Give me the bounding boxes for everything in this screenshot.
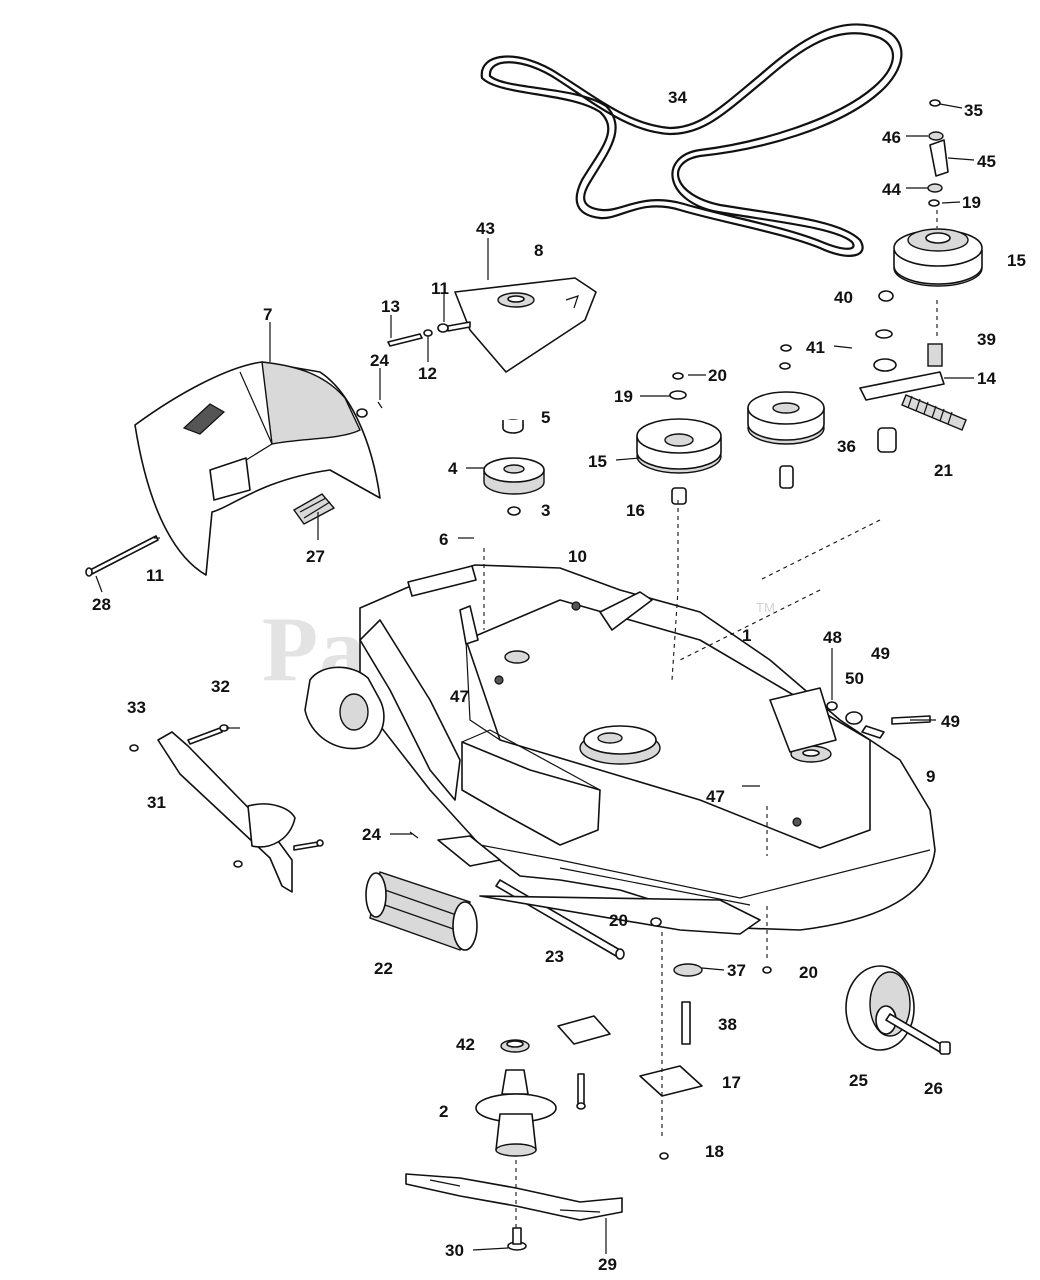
callout-21: 21: [934, 461, 953, 480]
callout-15: 15: [1007, 251, 1026, 270]
callout-38: 38: [718, 1015, 737, 1034]
callout-19: 19: [962, 193, 981, 212]
callout-11: 11: [431, 279, 449, 298]
callout-2: 2: [439, 1102, 448, 1121]
spring-21: [877, 394, 967, 453]
callout-13: 13: [381, 297, 400, 316]
leader-lines: [95, 103, 975, 1254]
callout-36: 36: [837, 437, 856, 456]
callout-8: 8: [534, 241, 543, 260]
callout-48: 48: [823, 628, 842, 647]
blade-29: [405, 1173, 623, 1251]
front-axle-channel: [479, 895, 761, 935]
callout-41: 41: [806, 338, 825, 357]
callout-14: 14: [977, 369, 996, 388]
callout-33: 33: [127, 698, 146, 717]
callout-1: 1: [742, 626, 751, 645]
callout-22: 22: [374, 959, 393, 978]
callout-43: 43: [476, 219, 495, 238]
lower-hardware: [557, 963, 703, 1160]
spindle-pulley-4: [483, 419, 545, 516]
callout-labels: 34 35 46 45 44 19 15 43 8 40 39 7 13 11 …: [92, 88, 1026, 1274]
deck-spindle-pulley: [579, 725, 661, 765]
callout-10: 10: [568, 547, 587, 566]
callout-34: 34: [668, 88, 687, 107]
chute-rod-28: [85, 535, 159, 577]
callout-47: 47: [706, 787, 725, 806]
callout-15: 15: [588, 452, 607, 471]
callout-12: 12: [418, 364, 437, 383]
discharge-chute-7: [134, 361, 381, 576]
callout-45: 45: [977, 152, 996, 171]
alignment-lines: [483, 210, 938, 1232]
belt-part-34: [480, 23, 903, 257]
callout-49: 49: [871, 644, 890, 663]
callout-20: 20: [708, 366, 727, 385]
chute-spring-27: [292, 493, 336, 525]
callout-50: 50: [845, 669, 864, 688]
callout-17: 17: [722, 1073, 741, 1092]
callout-23: 23: [545, 947, 564, 966]
callout-9: 9: [926, 767, 935, 786]
callout-32: 32: [211, 677, 230, 696]
idler-pulley-36: [747, 391, 825, 489]
callout-20: 20: [799, 963, 818, 982]
callout-16: 16: [626, 501, 645, 520]
callout-11: 11: [146, 566, 164, 585]
callout-25: 25: [849, 1071, 868, 1090]
cover-hardware-11-12-13: [356, 321, 471, 418]
front-roller-22: [365, 835, 501, 951]
callout-44: 44: [882, 180, 901, 199]
idler-bracket-hardware: [927, 99, 949, 207]
callout-4: 4: [448, 459, 458, 478]
callout-24: 24: [370, 351, 389, 370]
deck-bracket-10: [407, 565, 653, 645]
belt-cover-8: [454, 277, 597, 373]
gauge-wheel-25: [762, 965, 951, 1055]
callout-37: 37: [727, 961, 746, 980]
callout-3: 3: [541, 501, 550, 520]
deck-arm-31: [129, 724, 324, 893]
callout-27: 27: [306, 547, 325, 566]
deck-front-channel: [461, 729, 601, 846]
callout-19: 19: [614, 387, 633, 406]
idler-arm-14: [779, 290, 945, 401]
idler-pulley-15-upper: [893, 228, 983, 287]
callout-18: 18: [705, 1142, 724, 1161]
callout-40: 40: [834, 288, 853, 307]
callout-31: 31: [147, 793, 166, 812]
callout-30: 30: [445, 1241, 464, 1260]
gauge-wheel-left: [304, 619, 461, 801]
callout-24: 24: [362, 825, 381, 844]
callout-20: 20: [609, 911, 628, 930]
callout-6: 6: [439, 530, 448, 549]
callout-5: 5: [541, 408, 550, 427]
callout-35: 35: [964, 101, 983, 120]
watermark-trademark: TM: [756, 600, 775, 615]
callout-26: 26: [924, 1079, 943, 1098]
callout-47: 47: [450, 687, 469, 706]
callout-39: 39: [977, 330, 996, 349]
callout-28: 28: [92, 595, 111, 614]
callout-29: 29: [598, 1255, 617, 1274]
spindle-2: [475, 1039, 557, 1157]
callout-49: 49: [941, 712, 960, 731]
idler-pulley-15-center: [636, 372, 722, 505]
callout-46: 46: [882, 128, 901, 147]
callout-7: 7: [263, 305, 272, 324]
callout-42: 42: [456, 1035, 475, 1054]
